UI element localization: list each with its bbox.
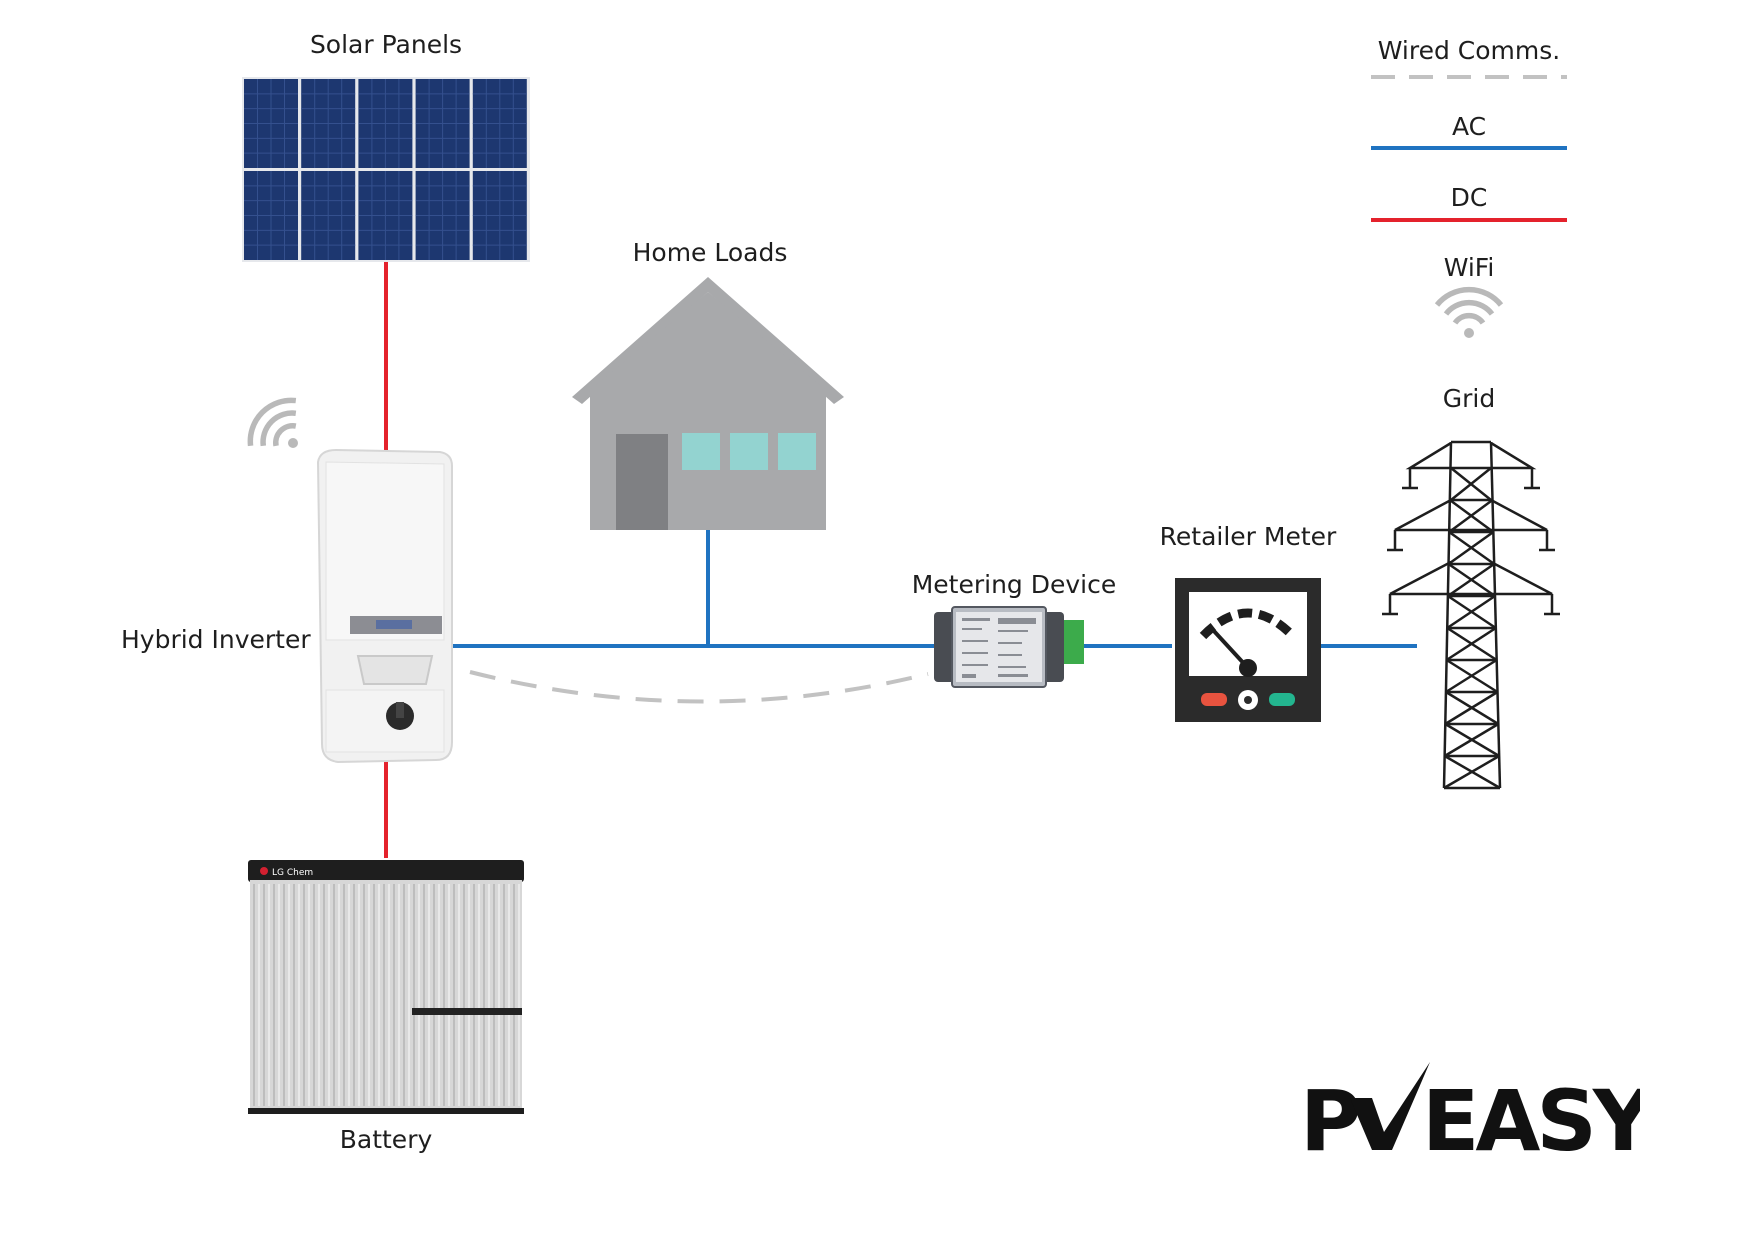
legend-wired-comms-label: Wired Comms. — [1377, 36, 1561, 65]
house-window — [778, 433, 816, 470]
home-loads-house — [572, 277, 844, 530]
battery-brand-text: LG Chem — [272, 868, 313, 878]
grid-tower — [1382, 440, 1560, 790]
svg-text:EASY.: EASY. — [1422, 1072, 1640, 1152]
solar-module — [244, 79, 298, 168]
tower-brace — [1447, 562, 1495, 598]
svg-text:P: P — [1300, 1072, 1359, 1152]
solar-module — [358, 79, 413, 168]
solar-module — [472, 171, 527, 260]
battery-label: Battery — [339, 1125, 433, 1154]
meter-red-button — [1201, 693, 1227, 706]
solar-module — [244, 171, 298, 260]
retailer-meter — [1175, 578, 1321, 722]
solar-panels — [242, 77, 530, 262]
legend-wifi-label: WiFi — [1443, 253, 1495, 282]
hybrid-inverter-label: Hybrid Inverter — [121, 625, 311, 654]
house-window — [682, 433, 720, 470]
wired-comms-line — [469, 670, 929, 704]
legend — [1371, 75, 1567, 338]
tower-brace — [1445, 626, 1497, 662]
solar-module — [358, 171, 413, 260]
retailer-meter-label: Retailer Meter — [1159, 522, 1337, 551]
meter-green-button — [1269, 693, 1295, 706]
wifi-icon — [247, 397, 298, 448]
connection-lines — [384, 262, 1417, 858]
metering-device — [934, 606, 1084, 688]
legend-wifi-icon — [1434, 286, 1504, 338]
home-loads-label: Home Loads — [632, 238, 788, 267]
house-window — [730, 433, 768, 470]
solar-module — [415, 171, 470, 260]
tower-brace — [1446, 594, 1496, 630]
meter-dial — [1199, 608, 1297, 640]
house-door — [616, 434, 668, 530]
checkmark-icon — [1350, 1062, 1430, 1150]
solar-module — [301, 79, 356, 168]
solar-panels-label: Solar Panels — [309, 30, 463, 59]
solar-module — [415, 79, 470, 168]
solar-module — [472, 79, 527, 168]
tower-brace — [1444, 722, 1499, 758]
hybrid-inverter — [316, 448, 453, 764]
grid-label: Grid — [1442, 384, 1496, 413]
legend-dc-label: DC — [1450, 183, 1488, 212]
metering-device-label: Metering Device — [911, 570, 1117, 599]
battery: LG Chem — [248, 860, 524, 1114]
tower-brace — [1448, 498, 1494, 534]
solar-module — [301, 171, 356, 260]
tower-brace — [1445, 658, 1498, 694]
legend-ac-label: AC — [1451, 112, 1487, 141]
tower-brace — [1444, 690, 1499, 726]
pveasy-logo: P EASY. — [1300, 1062, 1640, 1152]
tower-brace — [1443, 754, 1500, 790]
tower-brace — [1447, 530, 1495, 566]
